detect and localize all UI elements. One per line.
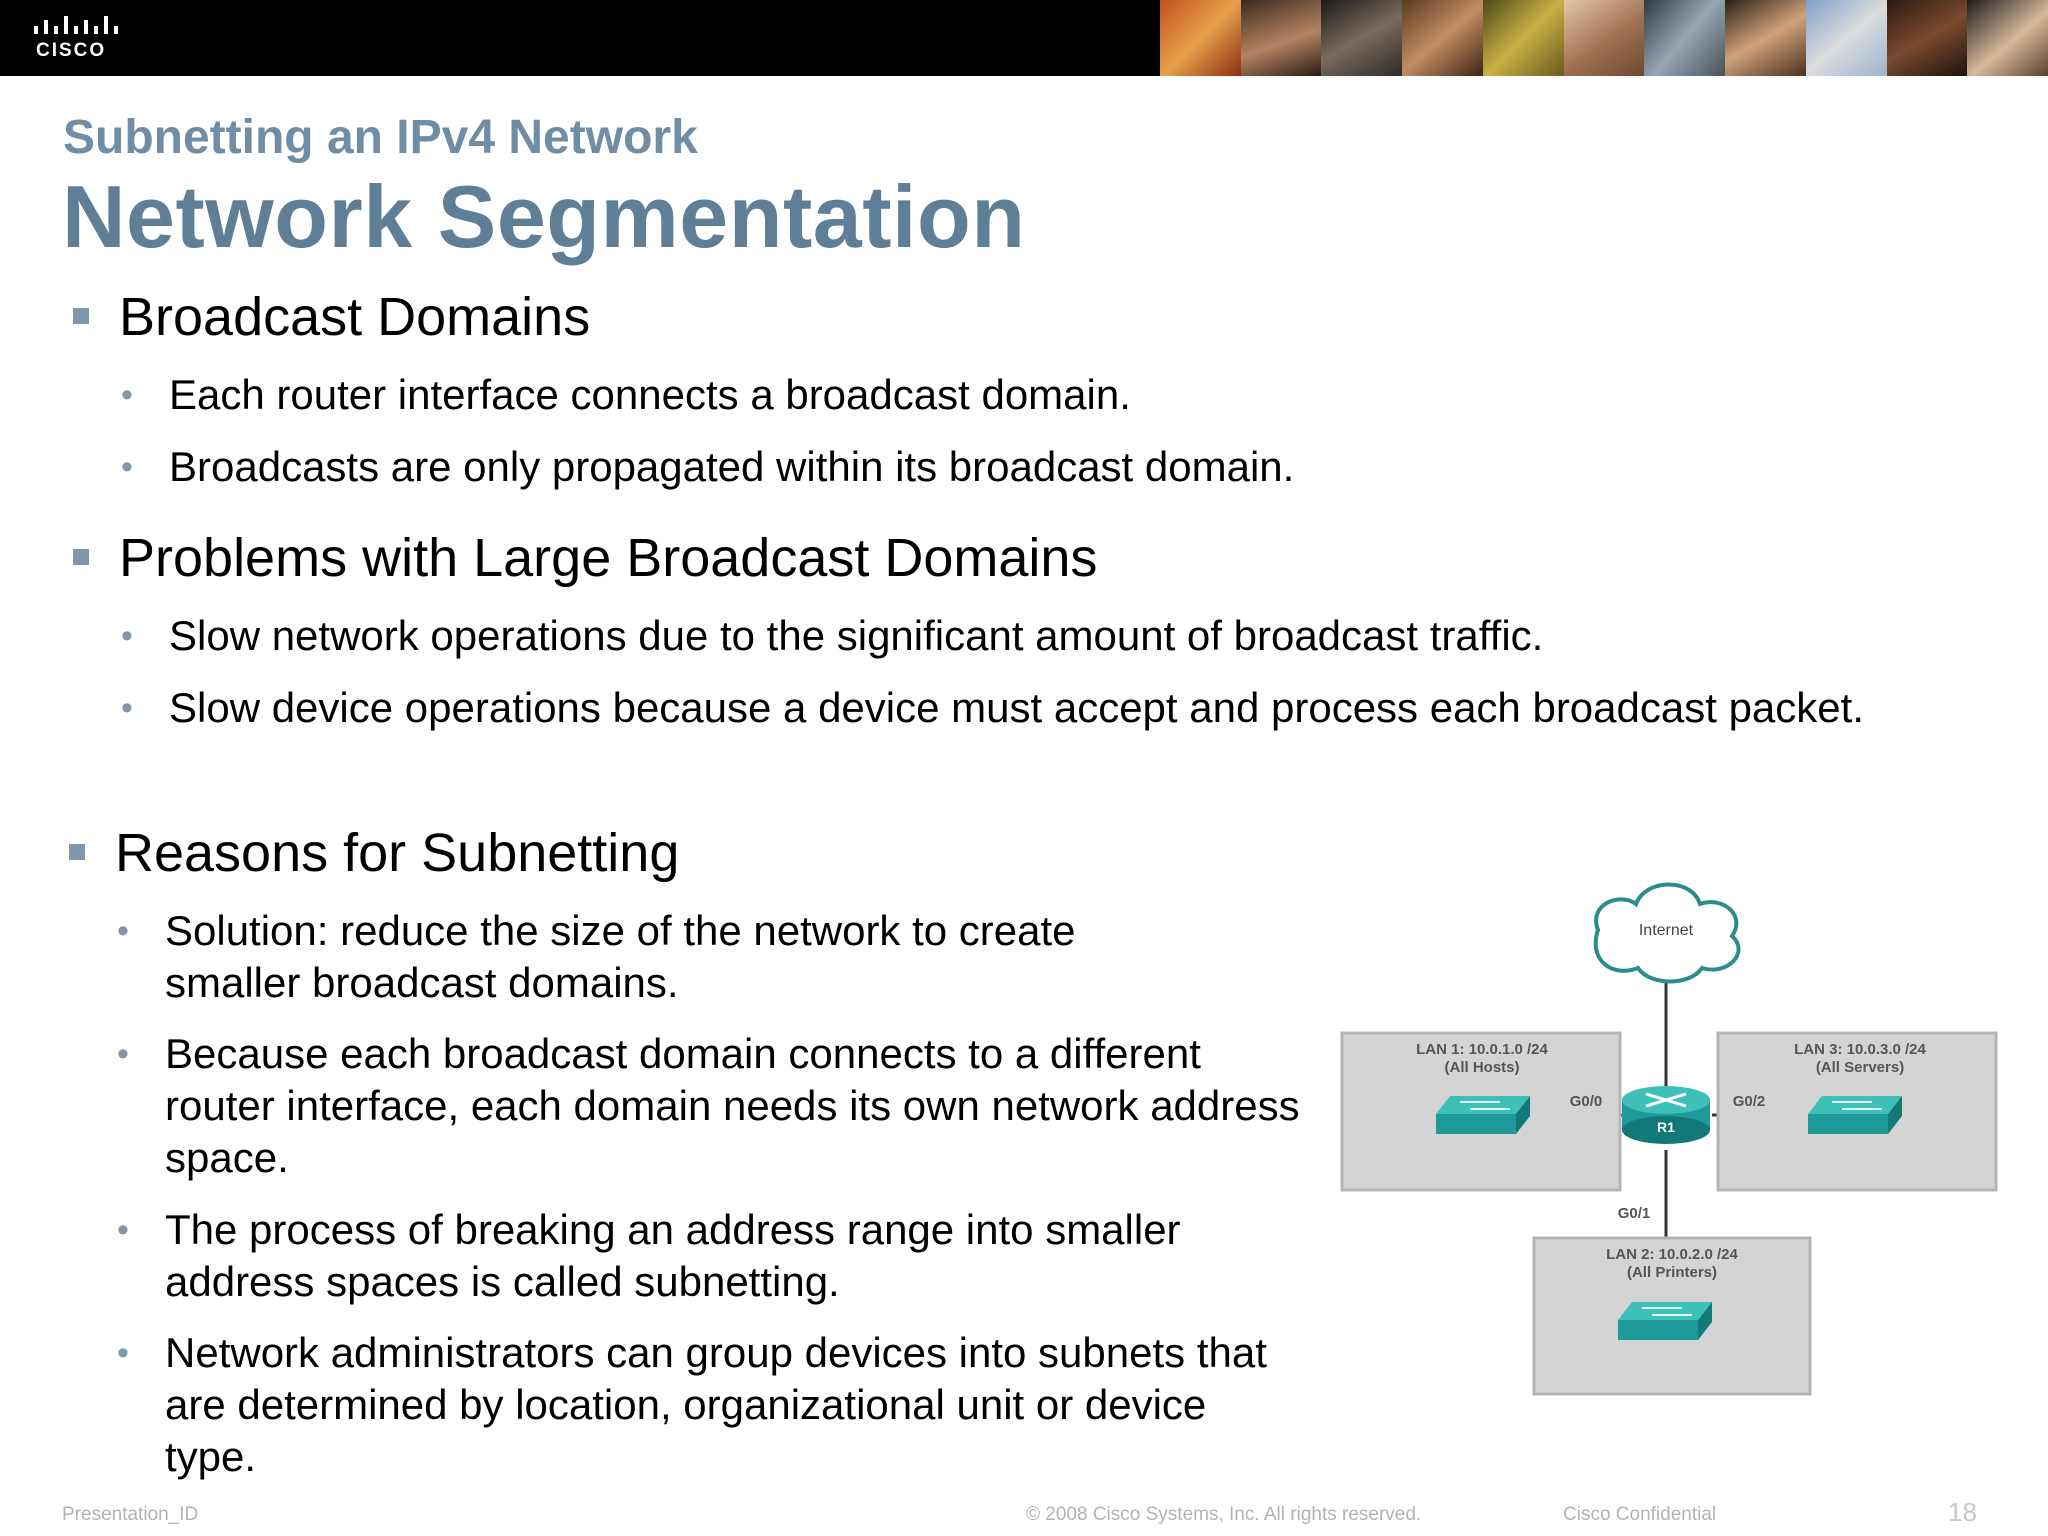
g0-1-label: G0/1 <box>1618 1205 1651 1222</box>
dot-bullet-icon: • <box>121 689 133 727</box>
dot-bullet-icon: • <box>121 617 133 655</box>
square-bullet-icon <box>73 308 89 324</box>
cisco-logo: CISCO <box>34 16 120 64</box>
square-bullet-icon <box>69 844 85 860</box>
photo-tile <box>1160 0 1241 76</box>
section-heading: Reasons for Subnetting <box>69 822 680 884</box>
photo-tile <box>1805 0 1887 76</box>
g0-0-label: G0/0 <box>1570 1093 1603 1110</box>
dot-bullet-icon: • <box>121 376 133 414</box>
lan1-sublabel: (All Hosts) <box>1445 1059 1520 1076</box>
section-heading: Problems with Large Broadcast Domains <box>73 527 1098 589</box>
bullet-text: Slow network operations due to the signi… <box>169 612 1544 659</box>
slide-title: Network Segmentation <box>62 167 1026 266</box>
photo-tile <box>1240 0 1322 76</box>
bullet-text: Solution: reduce the size of the network… <box>165 907 1076 1006</box>
photo-tile <box>1482 0 1564 76</box>
photo-tile <box>1644 0 1726 76</box>
dot-bullet-icon: • <box>117 1334 129 1372</box>
slide-subtitle: Subnetting an IPv4 Network <box>63 111 698 164</box>
bullet-text: Because each broadcast domain connects t… <box>165 1030 1300 1181</box>
lan3-label: LAN 3: 10.0.3.0 /24 <box>1794 1041 1926 1058</box>
bullet-item: • Network administrators can group devic… <box>117 1327 1285 1483</box>
bullet-text: Broadcasts are only propagated within it… <box>169 443 1295 490</box>
switch-icon <box>1618 1302 1712 1340</box>
photo-tile <box>1886 0 1968 76</box>
dot-bullet-icon: • <box>121 448 133 486</box>
footer-confidential: Cisco Confidential <box>1563 1504 1717 1525</box>
bullet-item: • Broadcasts are only propagated within … <box>121 441 1869 493</box>
lan2-label: LAN 2: 10.0.2.0 /24 <box>1606 1246 1738 1263</box>
logo-text: CISCO <box>36 40 107 61</box>
bullet-item: • Slow device operations because a devic… <box>121 682 1869 734</box>
footer-copyright: © 2008 Cisco Systems, Inc. All rights re… <box>1026 1504 1422 1525</box>
bullet-text: Network administrators can group devices… <box>165 1329 1267 1480</box>
photo-tile <box>1402 0 1483 76</box>
g0-2-label: G0/2 <box>1733 1093 1766 1110</box>
square-bullet-icon <box>73 549 89 565</box>
photo-tile <box>1563 0 1645 76</box>
router-label: R1 <box>1657 1119 1675 1135</box>
internet-cloud-icon: Internet <box>1593 882 1741 984</box>
section-heading: Broadcast Domains <box>73 286 591 348</box>
cisco-bars-icon <box>34 16 118 34</box>
bullet-item: • The process of breaking an address ran… <box>117 1204 1285 1308</box>
switch-icon <box>1808 1096 1902 1134</box>
photo-strip <box>1160 0 2048 76</box>
bullet-item: • Slow network operations due to the sig… <box>121 610 1949 662</box>
section-heading-text: Broadcast Domains <box>119 287 591 347</box>
cloud-label: Internet <box>1639 922 1694 939</box>
section-heading-text: Problems with Large Broadcast Domains <box>119 528 1098 588</box>
lan3-sublabel: (All Servers) <box>1816 1059 1904 1076</box>
lan1-label: LAN 1: 10.0.1.0 /24 <box>1416 1041 1548 1058</box>
lan2-sublabel: (All Printers) <box>1627 1264 1717 1281</box>
photo-tile <box>1321 0 1403 76</box>
photo-tile <box>1725 0 1806 76</box>
bullet-text: The process of breaking an address range… <box>165 1206 1181 1305</box>
page-number: 18 <box>1948 1497 1977 1527</box>
bullet-text: Slow device operations because a device … <box>169 684 1864 731</box>
footer-presentation-id: Presentation_ID <box>62 1504 199 1525</box>
bullet-item: • Because each broadcast domain connects… <box>117 1028 1305 1184</box>
bullet-item: • Solution: reduce the size of the netwo… <box>117 905 1185 1009</box>
dot-bullet-icon: • <box>117 912 129 950</box>
switch-icon <box>1436 1096 1530 1134</box>
bullet-item: • Each router interface connects a broad… <box>121 369 1869 421</box>
section-heading-text: Reasons for Subnetting <box>115 823 680 883</box>
dot-bullet-icon: • <box>117 1035 129 1073</box>
dot-bullet-icon: • <box>117 1211 129 1249</box>
router-icon: R1 <box>1622 1086 1710 1144</box>
photo-tile <box>1967 0 2048 76</box>
network-diagram: Internet LAN 1: 10.0.1.0 /24 (All Hosts)… <box>1340 882 1998 1396</box>
bullet-text: Each router interface connects a broadca… <box>169 371 1131 418</box>
header-bar: CISCO <box>0 0 2048 76</box>
